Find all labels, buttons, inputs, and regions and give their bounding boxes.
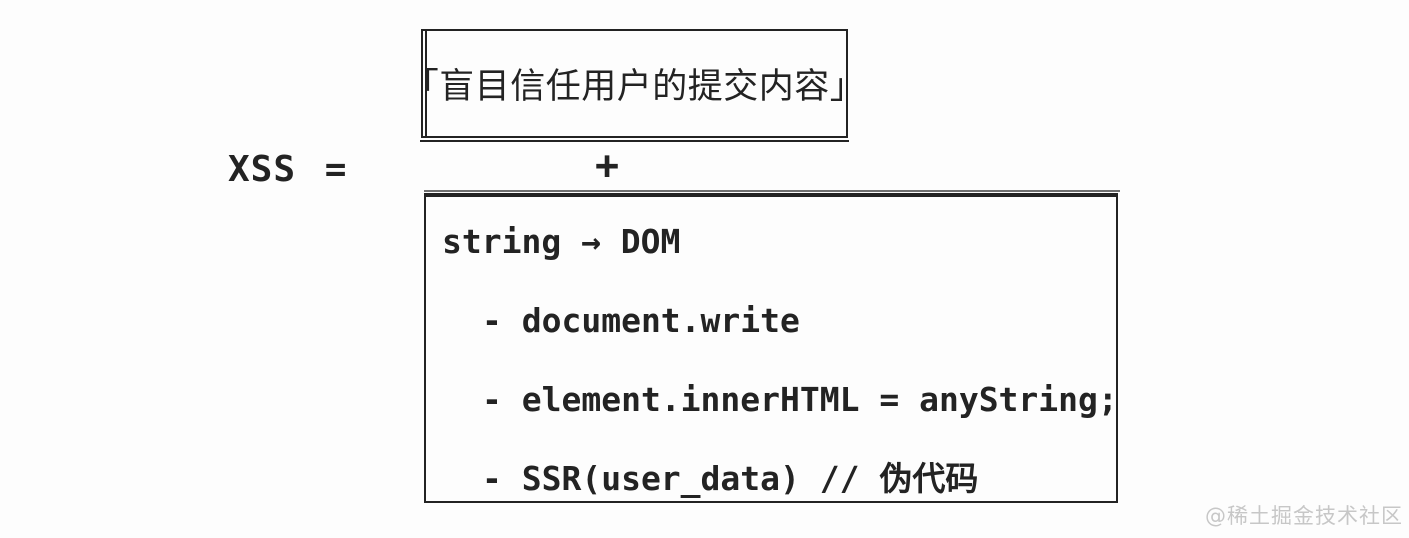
mechanism-heading: string → DOM (442, 222, 681, 261)
cause-term-box: 「盲目信任用户的提交内容」 (404, 29, 865, 142)
mechanism-item-ssr: - SSR(user_data) // 伪代码 (482, 459, 979, 498)
plus-operator: + (594, 143, 620, 189)
mechanism-item-document-write: - document.write (482, 301, 800, 340)
mechanism-term-box: string → DOM - document.write - element.… (424, 190, 1120, 503)
cause-term-text: 「盲目信任用户的提交内容」 (403, 67, 866, 107)
mechanism-item-innerhtml: - element.innerHTML = anyString; (482, 380, 1118, 419)
formula-lhs-label: XSS = (228, 149, 348, 190)
juejin-watermark: @稀土掘金技术社区 (1205, 504, 1403, 528)
